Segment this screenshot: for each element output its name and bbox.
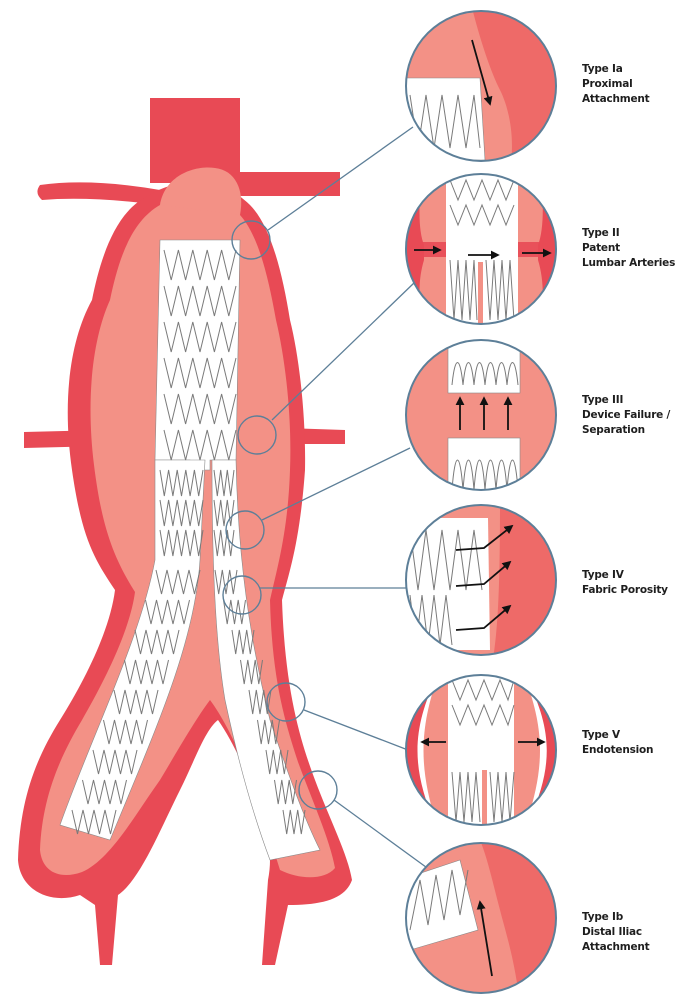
label-type-ib: Type Ib Distal Iliac Attachment bbox=[582, 910, 690, 955]
zoom-type-iii bbox=[400, 335, 570, 500]
label-type-v-line1: Type V bbox=[582, 728, 690, 743]
label-type-iv-line1: Type IV bbox=[582, 568, 690, 583]
connector-ib bbox=[334, 800, 430, 870]
zoom-type-ia bbox=[400, 0, 570, 170]
label-type-v: Type V Endotension bbox=[582, 728, 690, 758]
label-type-ii-line1: Type II bbox=[582, 226, 690, 241]
label-type-ia-line3: Attachment bbox=[582, 92, 690, 107]
label-type-ia-line1: Type Ia bbox=[582, 62, 690, 77]
right-renal-artery bbox=[230, 172, 340, 196]
label-type-iii-line1: Type III bbox=[582, 393, 690, 408]
label-type-ii-line3: Lumbar Arteries bbox=[582, 256, 690, 271]
aorta-anatomy bbox=[18, 98, 430, 965]
label-type-iv: Type IV Fabric Porosity bbox=[582, 568, 690, 598]
label-type-ia: Type Ia Proximal Attachment bbox=[582, 62, 690, 107]
label-type-iv-line2: Fabric Porosity bbox=[582, 583, 690, 598]
label-type-ii-line2: Patent bbox=[582, 241, 690, 256]
label-type-iii: Type III Device Failure / Separation bbox=[582, 393, 690, 438]
label-type-ib-line2: Distal Iliac bbox=[582, 925, 690, 940]
zoom-type-ii bbox=[400, 170, 570, 332]
label-type-ib-line1: Type Ib bbox=[582, 910, 690, 925]
label-type-ia-line2: Proximal bbox=[582, 77, 690, 92]
connector-v bbox=[304, 710, 408, 750]
label-type-iii-line3: Separation bbox=[582, 423, 690, 438]
label-type-ib-line3: Attachment bbox=[582, 940, 690, 955]
zoom-type-ib bbox=[400, 840, 570, 1005]
label-type-v-line2: Endotension bbox=[582, 743, 690, 758]
zoom-type-iv bbox=[400, 500, 570, 665]
zoom-type-v bbox=[400, 670, 570, 835]
label-type-ii: Type II Patent Lumbar Arteries bbox=[582, 226, 690, 271]
label-type-iii-line2: Device Failure / bbox=[582, 408, 690, 423]
